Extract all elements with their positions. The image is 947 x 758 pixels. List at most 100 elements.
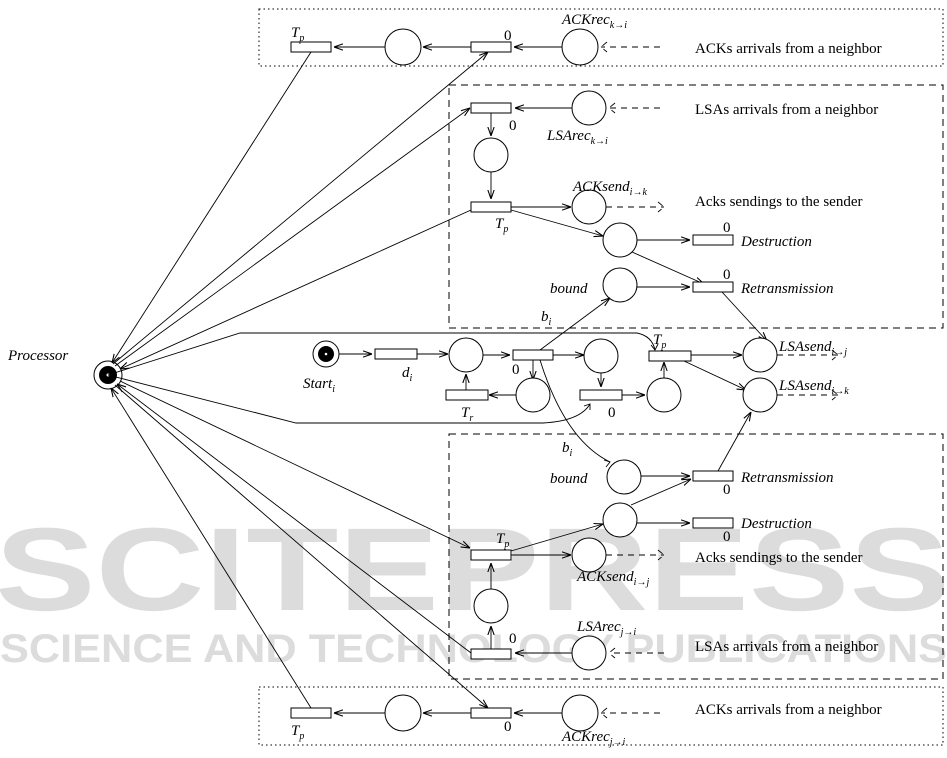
- duplicate-check-place-top: [602, 222, 638, 258]
- start-label: Starti: [303, 376, 335, 395]
- ack-process-transition-top: [290, 41, 332, 53]
- arc: [114, 384, 488, 708]
- lsarec-top-place: [571, 90, 607, 126]
- lsasend-j-label: LSAsendi→j: [778, 339, 847, 358]
- acksend-bottom-label: ACKsendi→j: [576, 569, 649, 588]
- bi-label-bottom: bi: [562, 440, 573, 459]
- lsa-handling-region-top: [448, 84, 944, 329]
- arc-to-bound-bottom: [539, 359, 611, 463]
- arrowhead: [600, 41, 608, 53]
- destruction-transition-top: [692, 234, 734, 246]
- arc: [721, 291, 767, 341]
- timeout-place: [646, 377, 682, 413]
- tp-label-center: Tp: [653, 332, 666, 351]
- tr-label: Tr: [461, 405, 473, 424]
- arc-processor-to-tp-center: [107, 332, 656, 376]
- start-place: [312, 340, 340, 368]
- tp-label-ack-bottom: Tp: [291, 723, 304, 742]
- arc-processor-to-center-transition: [107, 374, 591, 424]
- lsa-process-transition-bottom: [470, 549, 512, 561]
- ackrec-bottom-label: ACKrecj→i: [561, 729, 626, 748]
- arrowhead: [657, 201, 665, 213]
- retransmission-transition-bottom: [692, 470, 734, 482]
- watermark-title: SCITEPRESS: [0, 504, 947, 636]
- zero-label: 0: [512, 362, 520, 378]
- arc: [510, 524, 603, 552]
- timer-transition: [579, 389, 623, 401]
- processor-arcs: [111, 52, 488, 708]
- arrowhead: [608, 102, 616, 114]
- desc-acks-sendings-bottom: Acks sendings to the sender: [695, 550, 862, 566]
- retransmission-transition-top: [692, 281, 734, 293]
- lsarec-top-label: LSAreck→i: [546, 128, 608, 147]
- ack-wait-place-bottom: [384, 694, 422, 732]
- zero-label: 0: [723, 220, 731, 236]
- desc-lsa-arrivals-bottom: LSAs arrivals from a neighbor: [695, 639, 878, 655]
- arc: [539, 298, 610, 351]
- arc: [510, 209, 603, 236]
- lsa-generation-transition: [374, 348, 418, 360]
- bound-bottom-label: bound: [550, 471, 588, 487]
- lsarec-bottom-place: [571, 635, 607, 671]
- arc: [114, 108, 470, 367]
- timer-place: [583, 338, 619, 374]
- lsasend-k-label: LSAsendi→k: [778, 378, 849, 397]
- lsa-ready-place: [448, 337, 484, 373]
- acksend-top-place: [571, 189, 607, 225]
- ack-process-transition-bottom: [290, 707, 332, 719]
- zero-label: 0: [608, 405, 616, 421]
- tp-label-lsa-bottom: Tp: [496, 531, 509, 550]
- destruction-top-label: Destruction: [740, 234, 812, 250]
- zero-label: 0: [723, 482, 731, 498]
- zero-label: 0: [509, 631, 517, 647]
- destruction-transition-bottom: [692, 517, 734, 529]
- processor-label: Processor: [7, 348, 68, 364]
- bound-bottom-place: [606, 459, 642, 495]
- arc: [631, 251, 704, 284]
- ack-arrival-region-bottom: [258, 686, 944, 746]
- ackrec-top-label: ACKreck→i: [561, 12, 627, 31]
- arc: [683, 360, 746, 390]
- arrowhead: [608, 647, 616, 659]
- send-transition-center: [648, 350, 692, 362]
- lsa-wait-place-bottom: [473, 588, 509, 624]
- zero-label: 0: [504, 719, 512, 735]
- arc: [717, 412, 751, 472]
- ackrec-top-place: [561, 28, 599, 66]
- desc-lsa-arrivals-top: LSAs arrivals from a neighbor: [695, 102, 878, 118]
- arc: [630, 479, 691, 506]
- zero-label: 0: [723, 267, 731, 283]
- lsasend-j-place: [742, 337, 778, 373]
- di-label: di: [402, 365, 413, 384]
- lsasend-k-place: [742, 377, 778, 413]
- retransmission-bottom-label: Retransmission: [740, 470, 834, 486]
- arrowhead: [583, 403, 591, 410]
- arc: [111, 388, 312, 709]
- ack-wait-place-top: [384, 28, 422, 66]
- ackrec-bottom-place: [561, 694, 599, 732]
- retransmission-top-label: Retransmission: [740, 281, 834, 297]
- zero-label: 0: [723, 529, 731, 545]
- lsarec-bottom-label: LSArecj→i: [576, 619, 636, 638]
- arc: [112, 51, 312, 363]
- bi-label-top: bi: [541, 309, 552, 328]
- arrowhead: [650, 343, 659, 351]
- acksend-bottom-place: [571, 537, 607, 573]
- arc: [119, 380, 470, 548]
- destruction-bottom-label: Destruction: [740, 516, 812, 532]
- timer-reset-transition: [445, 389, 489, 401]
- arrowhead: [657, 549, 665, 561]
- lsa-flood-transition: [512, 349, 554, 361]
- desc-ack-arrivals-top: ACKs arrivals from a neighbor: [695, 41, 882, 57]
- lsa-wait-place-top: [473, 137, 509, 173]
- acksend-top-label: ACKsendi→k: [572, 179, 647, 198]
- arrowhead: [603, 459, 611, 468]
- arrowhead: [831, 349, 839, 361]
- tp-label-lsa-top: Tp: [495, 216, 508, 235]
- desc-acks-sendings-top: Acks sendings to the sender: [695, 194, 862, 210]
- lsa-receive-transition-top: [470, 102, 512, 114]
- bound-top-label: bound: [550, 281, 588, 297]
- arc: [117, 384, 472, 654]
- lsa-receive-transition-bottom: [470, 648, 512, 660]
- timer-reset-place: [515, 377, 551, 413]
